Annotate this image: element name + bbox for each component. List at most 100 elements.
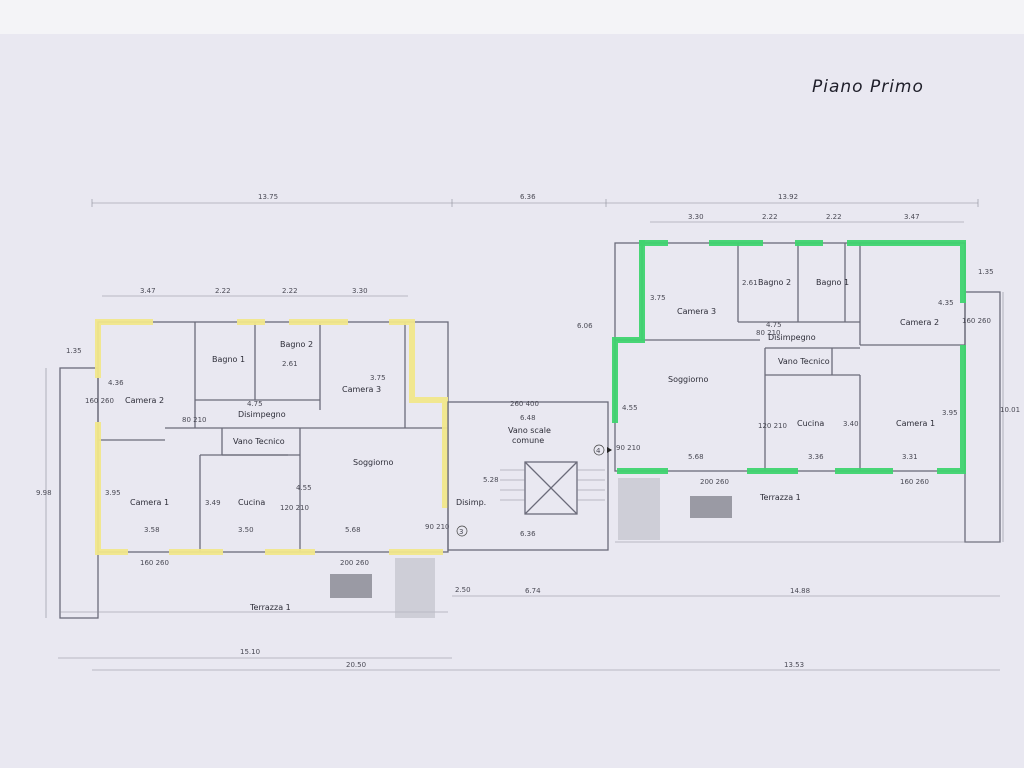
left-dim-3: 3.58 — [144, 526, 160, 534]
left-camera1-label: Camera 1 — [130, 498, 169, 507]
right-door-3: 120 210 — [758, 422, 787, 430]
left-door-3: 120 210 — [280, 504, 309, 512]
right-dim-1: 3.75 — [650, 294, 666, 302]
right-dim-5: 5.68 — [688, 453, 704, 461]
right-terrace-planter — [618, 478, 660, 540]
left-unit-walls — [59, 321, 449, 619]
right-unit-labels: Camera 3 Bagno 2 Bagno 1 Camera 2 Disimp… — [616, 278, 991, 502]
dim-bottom-1: 15.10 — [240, 648, 260, 656]
left-dim-1: 4.36 — [108, 379, 124, 387]
right-dim-8: 3.40 — [843, 420, 859, 428]
left-dim-11: 5.28 — [483, 476, 499, 484]
left-door-1: 160 260 — [85, 397, 114, 405]
dim-right-sub-2: 2.22 — [762, 213, 778, 221]
right-dim-7: 3.31 — [902, 453, 918, 461]
dim-vertical-left: 9.98 — [36, 489, 52, 497]
right-door-2: 80 210 — [756, 329, 781, 337]
dim-left-sub-3: 2.22 — [282, 287, 298, 295]
left-unit-highlight — [95, 319, 448, 555]
marker-3: 3 — [459, 528, 463, 536]
left-camera2-label: Camera 2 — [125, 396, 164, 405]
right-soggiorno-label: Soggiorno — [668, 375, 708, 384]
left-disimpegno-label: Disimpegno — [238, 410, 286, 419]
stair-label-1: Vano scale — [508, 426, 551, 435]
left-terrace-table — [330, 574, 372, 598]
left-dim-7: 3.75 — [370, 374, 386, 382]
right-dim-4: 4.55 — [622, 404, 638, 412]
right-camera1-label: Camera 1 — [896, 419, 935, 428]
left-disimp-label: Disimp. — [456, 498, 486, 507]
left-dim-5: 5.68 — [345, 526, 361, 534]
right-bagno1-label: Bagno 1 — [816, 278, 849, 287]
dim-top-left: 13.75 — [258, 193, 278, 201]
left-terrace-planter — [395, 558, 435, 618]
left-dim-9: 4.55 — [296, 484, 312, 492]
dim-bottom-3: 14.88 — [790, 587, 810, 595]
bottom-dimensions: 15.10 20.50 14.88 13.53 6.74 2.50 9.98 1… — [36, 268, 1020, 671]
left-soggiorno-label: Soggiorno — [353, 458, 393, 467]
dim-left-sub-2: 2.22 — [215, 287, 231, 295]
left-door-2: 80 210 — [182, 416, 207, 424]
left-dim-6: 4.75 — [247, 400, 263, 408]
left-door-4: 90 210 — [425, 523, 450, 531]
stair-door: 260 400 — [510, 400, 539, 408]
right-bagno2-label: Bagno 2 — [758, 278, 791, 287]
stair-dim-top: 6.48 — [520, 414, 536, 422]
right-dim-6: 3.36 — [808, 453, 824, 461]
left-terrazza-label: Terrazza 1 — [249, 603, 291, 612]
left-dim-10: 2.61 — [282, 360, 298, 368]
right-disimpegno-label: Disimpegno — [768, 333, 816, 342]
left-camera3-label: Camera 3 — [342, 385, 381, 394]
stair-core: 6.48 Vano scale comune 6.36 260 400 3 4 — [447, 400, 612, 551]
dim-right-sub-4: 3.47 — [904, 213, 920, 221]
left-cucina-label: Cucina — [238, 498, 265, 507]
right-camera2-label: Camera 2 — [900, 318, 939, 327]
dim-top-right: 13.92 — [778, 193, 798, 201]
left-dim-2: 3.95 — [105, 489, 121, 497]
right-door-5: 200 260 — [700, 478, 729, 486]
right-vano-tecnico-label: Vano Tecnico — [778, 357, 830, 366]
right-cucina-label: Cucina — [797, 419, 824, 428]
dim-vertical-stair: 6.06 — [577, 322, 593, 330]
dim-right-sub-1: 3.30 — [688, 213, 704, 221]
right-door-6: 160 260 — [900, 478, 929, 486]
right-dim-9: 3.95 — [942, 409, 958, 417]
left-unit-labels: Camera 2 Bagno 1 Bagno 2 Camera 3 Disimp… — [85, 340, 499, 612]
left-door-5: 200 260 — [340, 559, 369, 567]
right-camera3-label: Camera 3 — [677, 307, 716, 316]
dim-left-sub-1: 3.47 — [140, 287, 156, 295]
left-vano-tecnico-label: Vano Tecnico — [233, 437, 285, 446]
right-dim-3: 4.35 — [938, 299, 954, 307]
marker-4: 4 — [596, 447, 601, 455]
plan-title: Piano Primo — [812, 77, 924, 97]
right-dim-10: 2.61 — [742, 279, 758, 287]
right-unit-highlight — [612, 240, 966, 474]
left-dim-4: 3.50 — [238, 526, 254, 534]
left-bagno2-label: Bagno 2 — [280, 340, 313, 349]
right-door-4: 90 210 — [616, 444, 641, 452]
dim-bottom-4: 13.53 — [784, 661, 804, 669]
scan-top-band — [0, 0, 1024, 34]
top-dimensions: 13.75 6.36 13.92 3.47 2.22 2.22 3.30 3.3… — [91, 193, 979, 297]
dim-bottom-2: 20.50 — [346, 661, 366, 669]
right-door-1: 160 260 — [962, 317, 991, 325]
dim-vertical-right: 10.01 — [1000, 406, 1020, 414]
dim-bottom-5: 6.74 — [525, 587, 541, 595]
left-dim-8: 3.49 — [205, 499, 221, 507]
dim-bottom-6: 2.50 — [455, 586, 471, 594]
right-terrace-table — [690, 496, 732, 518]
right-terrazza-label: Terrazza 1 — [759, 493, 801, 502]
right-dim-2: 4.75 — [766, 321, 782, 329]
right-unit-walls — [614, 242, 1001, 543]
dim-top-center: 6.36 — [520, 193, 536, 201]
dim-right-offset: 1.35 — [978, 268, 994, 276]
stair-dim-bottom: 6.36 — [520, 530, 536, 538]
dim-right-sub-3: 2.22 — [826, 213, 842, 221]
dim-left-sub-4: 3.30 — [352, 287, 368, 295]
left-door-6: 160 260 — [140, 559, 169, 567]
stair-label-2: comune — [512, 436, 544, 445]
left-bagno1-label: Bagno 1 — [212, 355, 245, 364]
dim-left-offset: 1.35 — [66, 347, 82, 355]
